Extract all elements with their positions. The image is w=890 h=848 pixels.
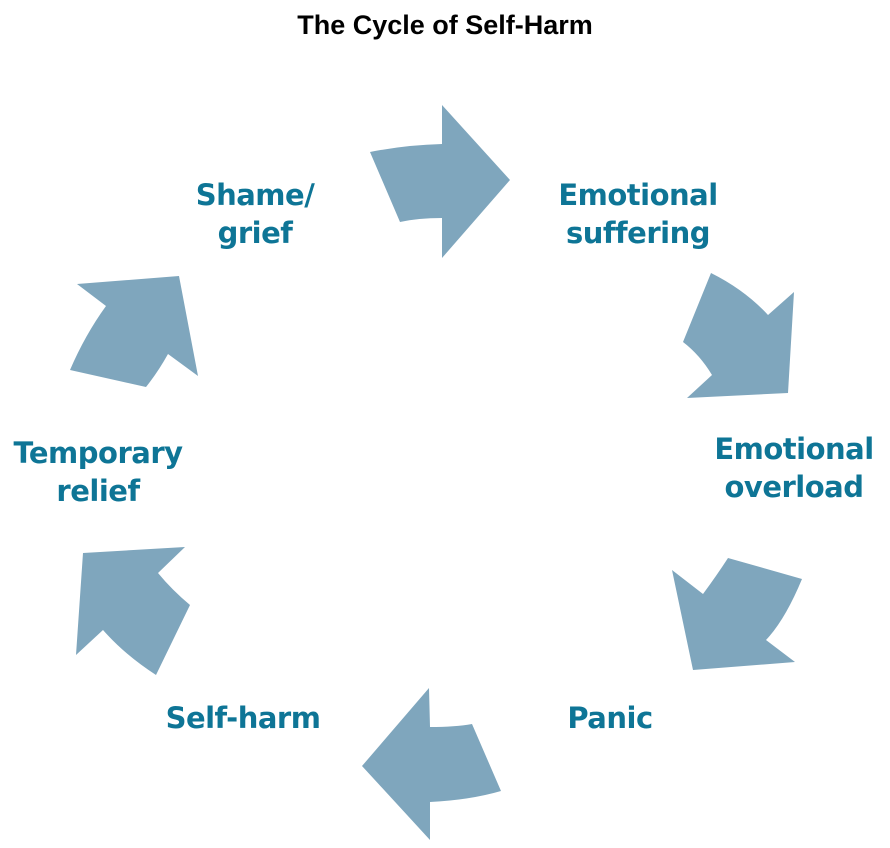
diagram-title: The Cycle of Self-Harm xyxy=(297,10,593,40)
stage-emotional-overload: Emotional overload xyxy=(694,430,890,506)
stage-emotional-suffering-line2: suffering xyxy=(566,216,710,250)
arrow-panic-to-selfharm xyxy=(362,688,501,840)
stage-shame-grief: Shame/ grief xyxy=(170,176,340,252)
stage-emotional-suffering-line1: Emotional xyxy=(558,178,718,212)
arrow-suffering-to-overload xyxy=(683,273,794,398)
arrow-shame-to-suffering xyxy=(370,105,510,258)
arrow-overload-to-panic xyxy=(672,558,802,670)
stage-temporary-relief-line2: relief xyxy=(56,474,140,508)
stage-self-harm: Self-harm xyxy=(148,699,338,737)
arrow-selfharm-to-relief xyxy=(76,547,190,675)
stage-emotional-suffering: Emotional suffering xyxy=(533,176,743,252)
stage-self-harm-line1: Self-harm xyxy=(165,701,321,735)
stage-temporary-relief-line1: Temporary xyxy=(13,436,183,470)
arrow-relief-to-shame xyxy=(70,276,198,387)
stage-shame-grief-line1: Shame/ xyxy=(195,178,315,212)
stage-temporary-relief: Temporary relief xyxy=(0,434,196,510)
stage-panic: Panic xyxy=(540,699,680,737)
stage-panic-line1: Panic xyxy=(567,701,653,735)
stage-emotional-overload-line2: overload xyxy=(724,470,865,504)
stage-emotional-overload-line1: Emotional xyxy=(714,432,874,466)
stage-shame-grief-line2: grief xyxy=(217,216,293,250)
